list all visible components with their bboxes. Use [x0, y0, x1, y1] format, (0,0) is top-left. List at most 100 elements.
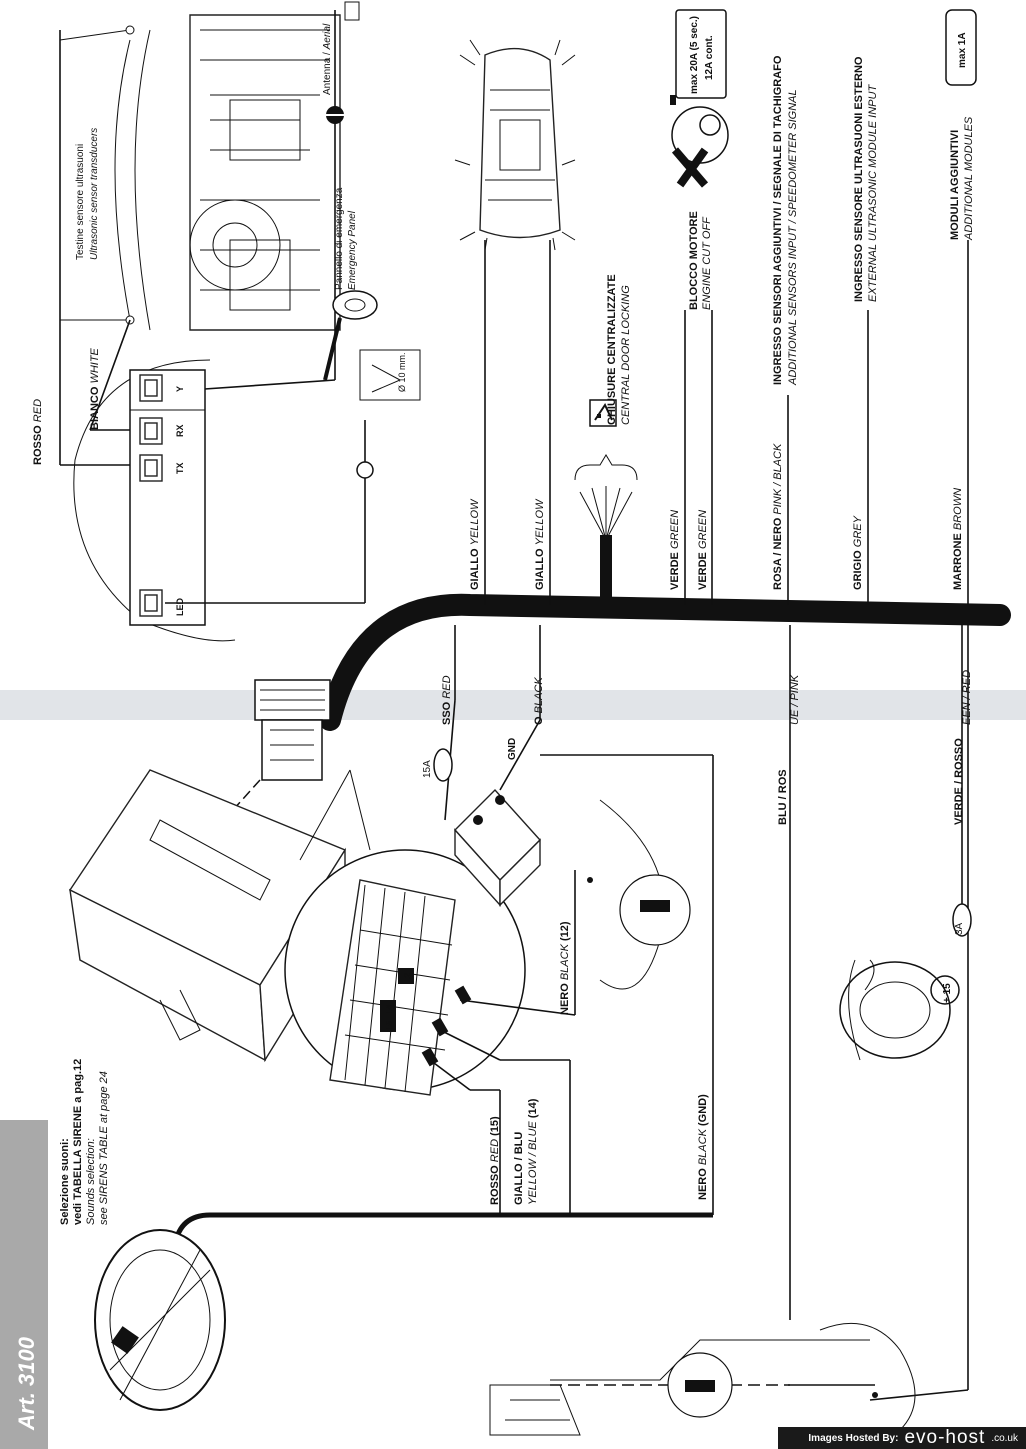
label-bianco: BIANCO WHITE [89, 347, 101, 430]
engine-cutoff-icon [670, 95, 729, 188]
label-wire-yellow-1: GIALLO YELLOW [469, 498, 481, 590]
label-hole-size: Ø 10 mm. [397, 352, 407, 392]
battery [454, 788, 541, 907]
label-fold-pink: UE / PINK [789, 674, 801, 725]
label-pin-14: 14 [385, 1005, 394, 1014]
label-tx: TX [175, 462, 185, 474]
label-ext-input-en: EXTERNAL ULTRASONIC MODULE INPUT [867, 84, 879, 302]
label-verde-rosso: VERDE / ROSSO [953, 738, 965, 825]
socket-y [139, 374, 163, 402]
harness-connector [254, 679, 331, 781]
label-led: LED [175, 597, 185, 616]
footer-brand[interactable]: evo-host [904, 1427, 986, 1448]
label-emergency-it: Pannello di emergenza [334, 187, 345, 290]
door-lock-brace [574, 454, 638, 481]
led-connector [356, 461, 374, 479]
label-fold-green-red: EEN / RED [961, 670, 973, 725]
door-lock-icon [589, 399, 617, 427]
label-nero-12: NERO BLACK (12) [559, 921, 571, 1015]
alarm-module [129, 369, 206, 626]
label-sensors-input-en: ADDITIONAL SENSORS INPUT / SPEEDOMETER S… [787, 89, 799, 386]
label-fuse-3a: 3A [954, 922, 965, 935]
steering-wheel [839, 959, 951, 1061]
label-fuse-15a: 15A [422, 760, 433, 778]
harness-branch [600, 535, 612, 605]
label-wire-brown: MARRONE BROWN [952, 488, 964, 590]
wire-pin-14 [439, 1029, 501, 1061]
page-fold [0, 690, 1026, 720]
label-doors-en: CENTRAL DOOR LOCKING [620, 285, 632, 425]
label-rx: RX [175, 424, 185, 437]
pin-plug-14 [431, 1017, 449, 1037]
siren [94, 1229, 226, 1411]
label-engine-rating1: max 20A (5 sec.) [689, 16, 700, 94]
emergency-panel [323, 290, 421, 401]
label-modules-en: ADDITIONAL MODULES [963, 116, 975, 241]
wire-pin-15 [429, 1059, 471, 1091]
label-giallo-blu-en: YELLOW / BLUE (14) [527, 1098, 539, 1205]
footer-label: Images Hosted By: [808, 1432, 899, 1444]
label-gnd: GND [507, 738, 518, 760]
socket-rx [139, 417, 163, 445]
label-nero-gnd: NERO BLACK (GND) [697, 1094, 709, 1200]
connector-dash-line [214, 779, 261, 831]
label-wire-yellow-2: GIALLO YELLOW [534, 498, 546, 590]
label-wire-grey: GRIGIO GREY [852, 515, 864, 590]
engine-rating-box [675, 9, 727, 99]
wire-green-end [869, 1389, 969, 1401]
pin-connector-block [329, 879, 456, 1096]
label-rosso-15: ROSSO RED (15) [489, 1116, 501, 1205]
label-y: Y [175, 386, 185, 392]
door-pin-switch [587, 799, 691, 990]
bonnet-switch-illustration [489, 1322, 916, 1436]
zoom-leader [299, 769, 371, 861]
label-rosso: ROSSO RED [32, 399, 44, 465]
siren-cable [172, 1212, 713, 1246]
label-fold-black: O BLACK [533, 677, 545, 725]
label-wire-pink-black: ROSA / NERO PINK / BLACK [772, 443, 784, 590]
label-pin-12: 12 [403, 973, 412, 982]
label-modules-rating: max 1A [957, 32, 968, 68]
label-plus15: + 15 [942, 983, 953, 1003]
pin-plug-12 [454, 985, 472, 1005]
car-interior-illustration [59, 14, 341, 331]
socket-tx [139, 454, 163, 482]
label-fold-red: SSO RED [441, 675, 453, 725]
label-blu-rosso: BLU / ROS [777, 769, 789, 825]
label-sensors-input-it: INGRESSO SENSORI AGGIUNTIVI / SEGNALE DI… [772, 55, 784, 385]
label-wire-green-1: VERDE GREEN [669, 510, 681, 590]
label-giallo-blu-it: GIALLO / BLU [513, 1132, 525, 1205]
label-sirens-title: Selezione suoni: [59, 1138, 71, 1225]
fuse-15a [433, 748, 453, 782]
pin-plug-15 [421, 1047, 439, 1067]
article-tab [0, 1120, 48, 1449]
label-emergency-en: Emergency Panel [347, 210, 358, 290]
label-article: Art. 3100 [14, 1336, 39, 1431]
label-pin-15: 15 [385, 1021, 394, 1030]
label-sensors-en: Ultrasonic sensor transducers [89, 128, 100, 260]
wire-pin-12 [459, 999, 576, 1016]
socket-led [139, 589, 163, 617]
label-sirens-line2: vedi TABELLA SIRENE a pag.12 [72, 1059, 84, 1225]
door-lock-leads [579, 486, 633, 541]
wire-gnd-battery [499, 719, 541, 791]
label-doors-it: CHIUSURE CENTRALIZZATE [606, 274, 618, 425]
label-ext-input-it: INGRESSO SENSORE ULTRASUONI ESTERNO [853, 56, 865, 302]
hosting-footer: Images Hosted By: evo-host .co.uk [778, 1427, 1026, 1449]
label-antenna: Antenna / Aerial [322, 23, 333, 95]
wire-antenna-to-y [189, 379, 336, 391]
car-top-view [454, 39, 576, 251]
antenna-box [344, 1, 360, 21]
label-modules-it: MODULI AGGIUNTIVI [949, 130, 961, 240]
wire-white-top [89, 319, 131, 431]
label-engine-it: BLOCCO MOTORE [688, 211, 700, 310]
footer-domain: .co.uk [991, 1432, 1018, 1444]
modules-rating-box [945, 9, 977, 86]
label-sensors-it: Testine sensore ultrasuoni [75, 144, 86, 260]
label-engine-rating2: 12A cont. [704, 35, 715, 80]
label-engine-en: ENGINE CUT OFF [701, 216, 713, 310]
main-harness [319, 593, 1011, 731]
label-wire-green-2: VERDE GREEN [697, 510, 709, 590]
